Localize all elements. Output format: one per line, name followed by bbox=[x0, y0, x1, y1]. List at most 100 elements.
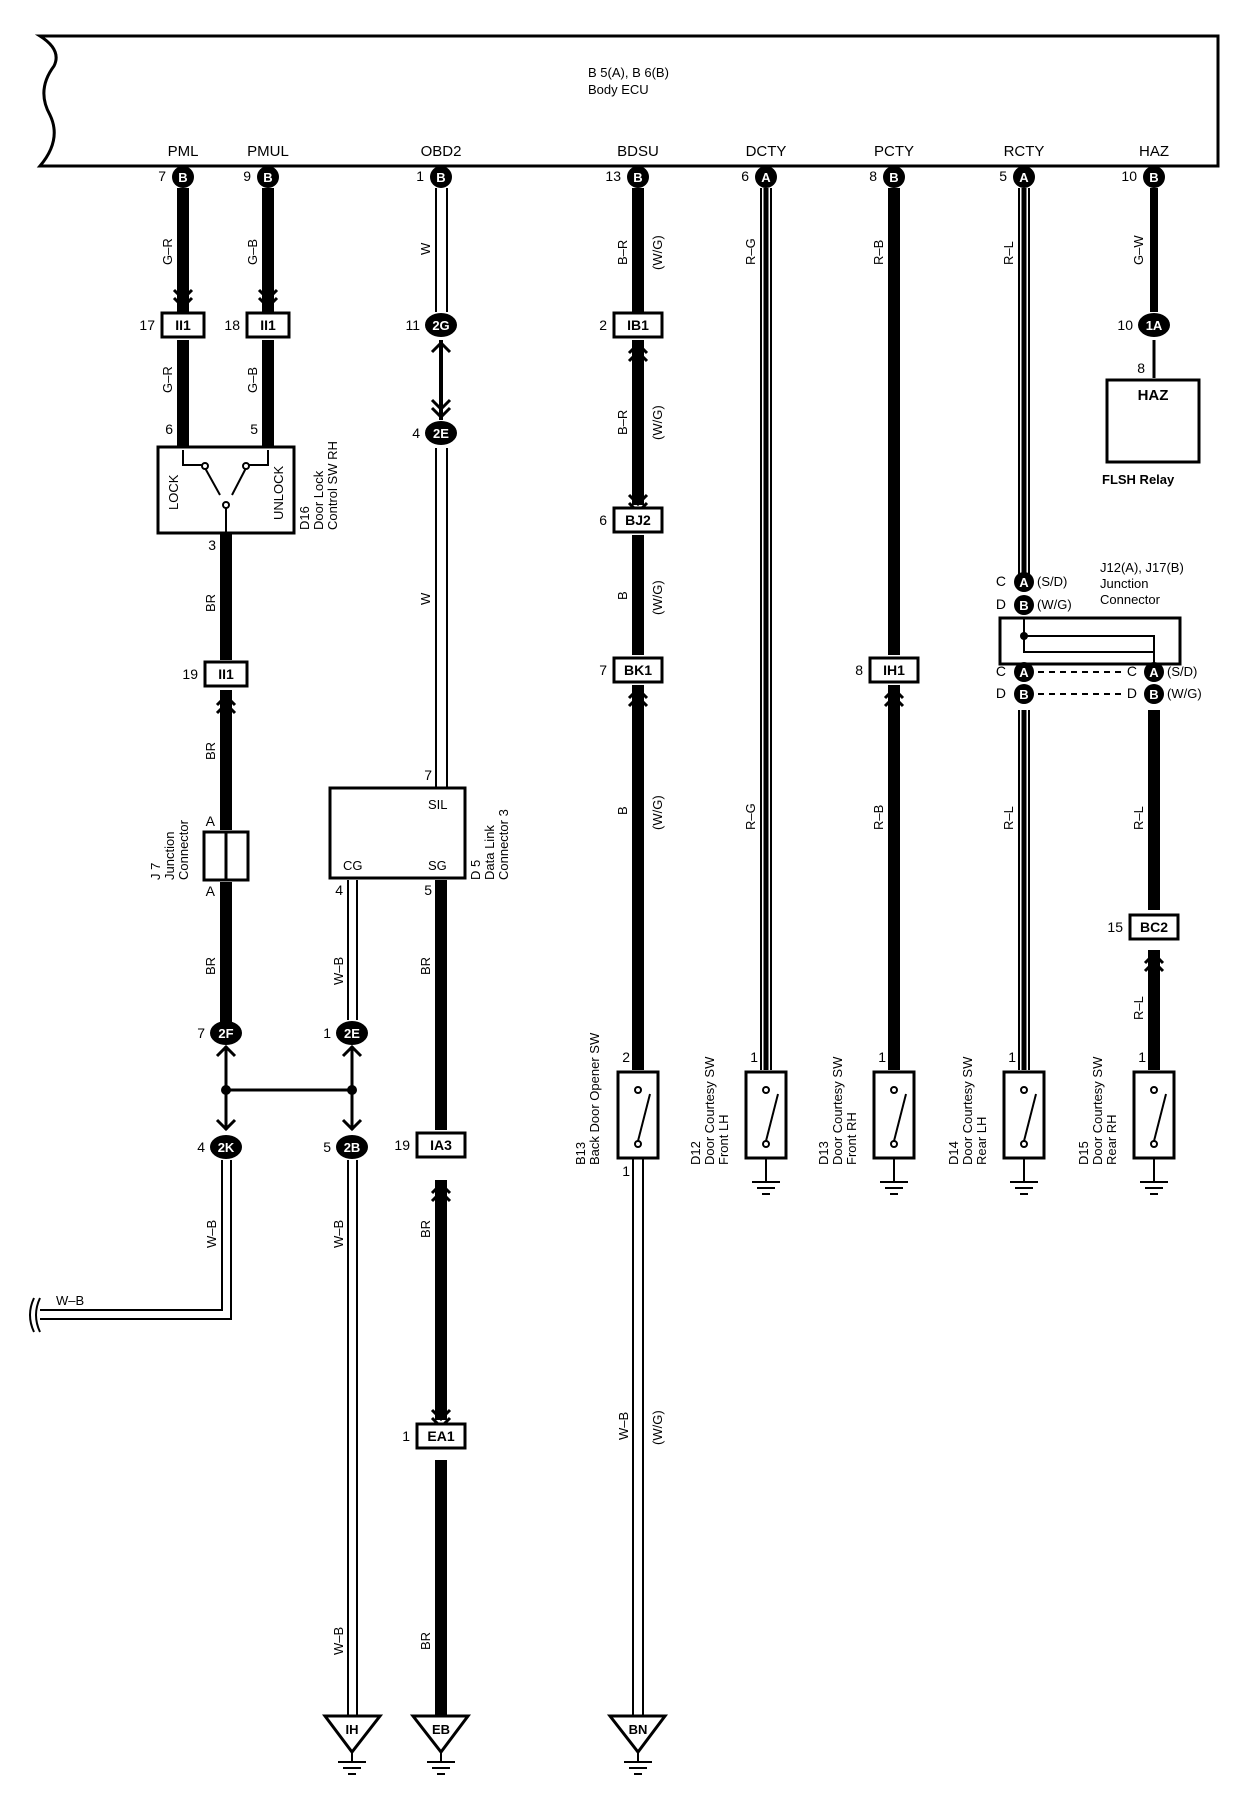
svg-text:D12: D12 bbox=[688, 1141, 703, 1165]
svg-text:1: 1 bbox=[416, 168, 424, 184]
terminal-obd2: OBD2 1 B bbox=[416, 143, 461, 188]
svg-text:CG: CG bbox=[343, 858, 363, 873]
svg-text:D14: D14 bbox=[946, 1141, 961, 1165]
svg-text:7: 7 bbox=[197, 1025, 205, 1041]
connector-bc2: BC2 15 bbox=[1107, 913, 1180, 941]
j7-junction-connector: A A J 7 Junction Connector bbox=[148, 813, 250, 899]
svg-text:Junction: Junction bbox=[162, 832, 177, 880]
grounds: IH EB BN bbox=[322, 1714, 668, 1775]
svg-text:II1: II1 bbox=[218, 666, 234, 682]
svg-text:A: A bbox=[761, 170, 771, 185]
svg-text:B: B bbox=[436, 170, 445, 185]
svg-text:2F: 2F bbox=[218, 1026, 233, 1041]
connector-ii1-17: II1 17 bbox=[139, 311, 206, 339]
svg-text:B: B bbox=[889, 170, 898, 185]
svg-text:10: 10 bbox=[1121, 168, 1137, 184]
connector-ii1-18: II1 18 bbox=[224, 311, 291, 339]
svg-text:D16: D16 bbox=[297, 506, 312, 530]
svg-text:A: A bbox=[206, 883, 216, 899]
svg-text:B: B bbox=[263, 170, 272, 185]
d13-door-courtesy-switch-front-rh: 1 D13 Door Courtesy SW Front RH bbox=[816, 1049, 916, 1195]
svg-text:R–B: R–B bbox=[871, 805, 886, 830]
svg-text:8: 8 bbox=[855, 662, 863, 678]
terminal-bdsu: BDSU 13 B bbox=[605, 143, 659, 188]
svg-text:Control SW RH: Control SW RH bbox=[325, 441, 340, 530]
svg-text:FLSH Relay: FLSH Relay bbox=[1102, 472, 1175, 487]
svg-text:R–L: R–L bbox=[1131, 996, 1146, 1020]
svg-text:8: 8 bbox=[1137, 360, 1145, 376]
body-ecu: B 5(A), B 6(B) Body ECU bbox=[34, 34, 1220, 168]
svg-text:17: 17 bbox=[139, 317, 155, 333]
svg-text:G–R: G–R bbox=[160, 366, 175, 393]
svg-text:2: 2 bbox=[622, 1049, 630, 1065]
svg-text:4: 4 bbox=[197, 1139, 205, 1155]
terminal-pml: PML 7 B bbox=[158, 143, 198, 188]
svg-text:BR: BR bbox=[203, 742, 218, 760]
svg-text:C: C bbox=[996, 573, 1006, 589]
connector-2g: 2G 11 bbox=[405, 313, 457, 337]
svg-text:R–G: R–G bbox=[743, 803, 758, 830]
svg-text:Connector 3: Connector 3 bbox=[496, 809, 511, 880]
d16-door-lock-switch: 6 5 LOCK UNLOCK 3 D16 Door Lock Control … bbox=[156, 421, 340, 553]
d14-door-courtesy-switch-rear-lh: 1 D14 Door Courtesy SW Rear LH bbox=[946, 1049, 1046, 1195]
svg-text:SIL: SIL bbox=[428, 797, 448, 812]
svg-text:IH1: IH1 bbox=[883, 662, 905, 678]
svg-text:B: B bbox=[633, 170, 642, 185]
svg-text:IH: IH bbox=[346, 1722, 359, 1737]
connector-1a: 1A 10 bbox=[1117, 313, 1170, 337]
svg-text:IB1: IB1 bbox=[627, 317, 649, 333]
svg-text:6: 6 bbox=[599, 512, 607, 528]
connector-2k: 2K 4 bbox=[197, 1135, 242, 1159]
d5-data-link-connector: 7 SIL CG SG 4 5 D 5 Data Link Connector … bbox=[328, 767, 511, 898]
svg-text:Junction: Junction bbox=[1100, 576, 1148, 591]
svg-text:B: B bbox=[178, 170, 187, 185]
svg-text:1A: 1A bbox=[1146, 318, 1163, 333]
svg-text:5: 5 bbox=[999, 168, 1007, 184]
svg-text:18: 18 bbox=[224, 317, 240, 333]
oval-connectors: 2G 11 2E 4 1A 10 2F 7 2E 1 2K 4 bbox=[197, 313, 1170, 1159]
svg-text:G–B: G–B bbox=[245, 239, 260, 265]
svg-text:EB: EB bbox=[432, 1722, 450, 1737]
svg-text:B: B bbox=[615, 591, 630, 600]
svg-text:W–B: W–B bbox=[616, 1412, 631, 1440]
svg-text:A: A bbox=[206, 813, 216, 829]
svg-text:A: A bbox=[1149, 665, 1159, 680]
svg-text:UNLOCK: UNLOCK bbox=[271, 465, 286, 520]
b13-back-door-opener-switch: 2 1 B13 Back Door Opener SW bbox=[573, 1032, 660, 1179]
svg-text:15: 15 bbox=[1107, 919, 1123, 935]
svg-text:2E: 2E bbox=[344, 1026, 360, 1041]
svg-text:10: 10 bbox=[1117, 317, 1133, 333]
svg-text:Front RH: Front RH bbox=[844, 1112, 859, 1165]
svg-text:BR: BR bbox=[418, 957, 433, 975]
svg-text:(S/D): (S/D) bbox=[1037, 574, 1067, 589]
svg-text:D: D bbox=[996, 596, 1006, 612]
svg-text:A: A bbox=[1019, 575, 1029, 590]
svg-text:R–G: R–G bbox=[743, 238, 758, 265]
terminal-pcty: PCTY 8 B bbox=[869, 143, 914, 188]
svg-text:1: 1 bbox=[402, 1428, 410, 1444]
svg-text:B: B bbox=[1149, 170, 1158, 185]
svg-text:II1: II1 bbox=[175, 317, 191, 333]
svg-text:Rear RH: Rear RH bbox=[1104, 1114, 1119, 1165]
svg-text:J 7: J 7 bbox=[148, 863, 163, 880]
ground-eb: EB bbox=[409, 1714, 471, 1775]
svg-text:1: 1 bbox=[878, 1049, 886, 1065]
svg-text:(W/G): (W/G) bbox=[650, 795, 665, 830]
svg-text:2: 2 bbox=[599, 317, 607, 333]
svg-text:Door Courtesy SW: Door Courtesy SW bbox=[960, 1056, 975, 1165]
svg-text:2G: 2G bbox=[432, 318, 449, 333]
svg-text:B13: B13 bbox=[573, 1142, 588, 1165]
svg-text:BK1: BK1 bbox=[624, 662, 652, 678]
svg-text:D13: D13 bbox=[816, 1141, 831, 1165]
svg-text:(W/G): (W/G) bbox=[650, 405, 665, 440]
svg-text:HAZ: HAZ bbox=[1139, 143, 1169, 160]
terminal-rcty: RCTY 5 A bbox=[999, 143, 1044, 188]
connector-ea1: EA1 1 bbox=[402, 1422, 467, 1450]
j12-j17-junction-connector: J12(A), J17(B) Junction Connector C A (S… bbox=[996, 560, 1202, 704]
svg-text:Back Door Opener SW: Back Door Opener SW bbox=[587, 1032, 602, 1165]
svg-text:9: 9 bbox=[243, 168, 251, 184]
svg-text:19: 19 bbox=[182, 666, 198, 682]
svg-text:BR: BR bbox=[418, 1632, 433, 1650]
svg-text:Rear LH: Rear LH bbox=[974, 1117, 989, 1165]
svg-text:5: 5 bbox=[250, 421, 258, 437]
